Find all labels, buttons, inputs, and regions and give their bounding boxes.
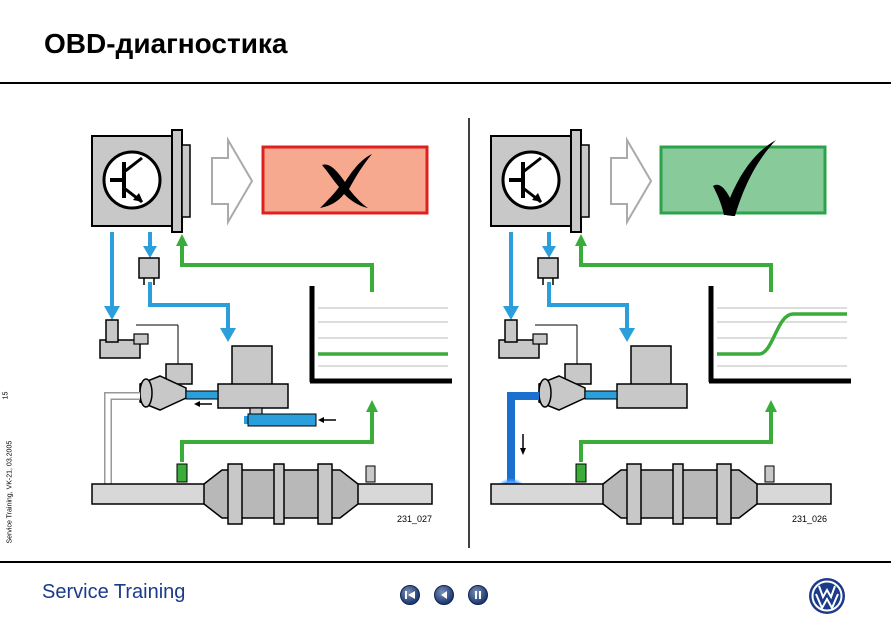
flow-arrow [211, 136, 254, 226]
nav-pause-button[interactable] [468, 585, 488, 605]
pause-icon [475, 591, 481, 599]
top-divider [0, 82, 891, 84]
transistor-icon [501, 150, 561, 210]
nav-prev-button[interactable] [434, 585, 454, 605]
relay [537, 257, 559, 279]
vw-logo-icon [809, 578, 845, 614]
result-box-fail [261, 145, 429, 215]
egr-valve [538, 363, 592, 411]
nav-first-button[interactable] [400, 585, 420, 605]
play-back-icon [441, 591, 447, 599]
control-unit [185, 345, 336, 427]
flow-arrow [610, 136, 653, 226]
skip-back-icon [405, 591, 415, 599]
egr-valve [139, 363, 193, 411]
page-title: OBD-диагностика [44, 28, 288, 59]
control-unit [584, 345, 688, 409]
relay [138, 257, 160, 279]
pressure-converter [99, 319, 179, 368]
panel-left: 231_027 [91, 129, 452, 525]
ecu-connector [570, 129, 582, 233]
figure-code-left: 231_027 [397, 514, 432, 524]
signal-graph [309, 286, 452, 384]
footer-brand: Service Training [42, 581, 186, 603]
panel-right: 231_026 [490, 129, 851, 525]
signal-graph [708, 286, 851, 384]
cross-icon [320, 154, 372, 208]
exhaust-system [91, 463, 433, 525]
figure-code-right: 231_026 [792, 514, 827, 524]
exhaust-system [490, 463, 832, 525]
bottom-divider [0, 561, 891, 563]
pressure-converter [498, 319, 578, 368]
transistor-icon [102, 150, 162, 210]
check-icon [713, 140, 776, 216]
ecu-connector [171, 129, 183, 233]
